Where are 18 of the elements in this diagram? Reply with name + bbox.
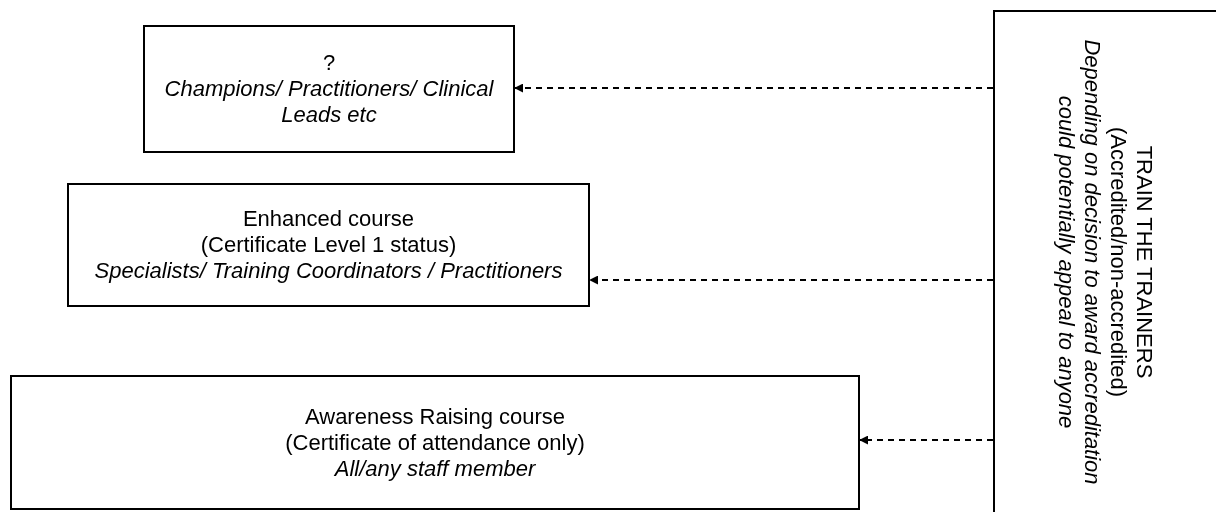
node-text: Depending on decision to award accreditation could potentially appeal to anyone <box>1053 38 1105 487</box>
dashed-arrow <box>859 435 994 445</box>
node-text: (Certificate of attendance only) <box>285 429 585 456</box>
vertical-box <box>993 10 1216 512</box>
node-text: Champions/ Practitioners/ Clinical Leads etc <box>163 76 495 128</box>
dashed-arrow <box>589 275 994 285</box>
node-text: (Accredited/non-accredited) <box>1105 126 1131 398</box>
dashed-arrow <box>514 83 994 93</box>
course-box <box>10 375 860 510</box>
node-text: Specialists/ Training Coordinators / Practitioners <box>94 258 563 284</box>
node-text: All/any staff member <box>334 455 536 482</box>
node-text: Enhanced course <box>242 206 415 232</box>
node-text: (Certificate Level 1 status) <box>200 232 457 258</box>
node-text: ? <box>322 50 336 76</box>
node-text: Awareness Raising course <box>304 403 566 430</box>
node-text: TRAIN THE TRAINERS <box>1131 145 1157 379</box>
course-box <box>143 25 515 153</box>
course-box <box>67 183 590 307</box>
